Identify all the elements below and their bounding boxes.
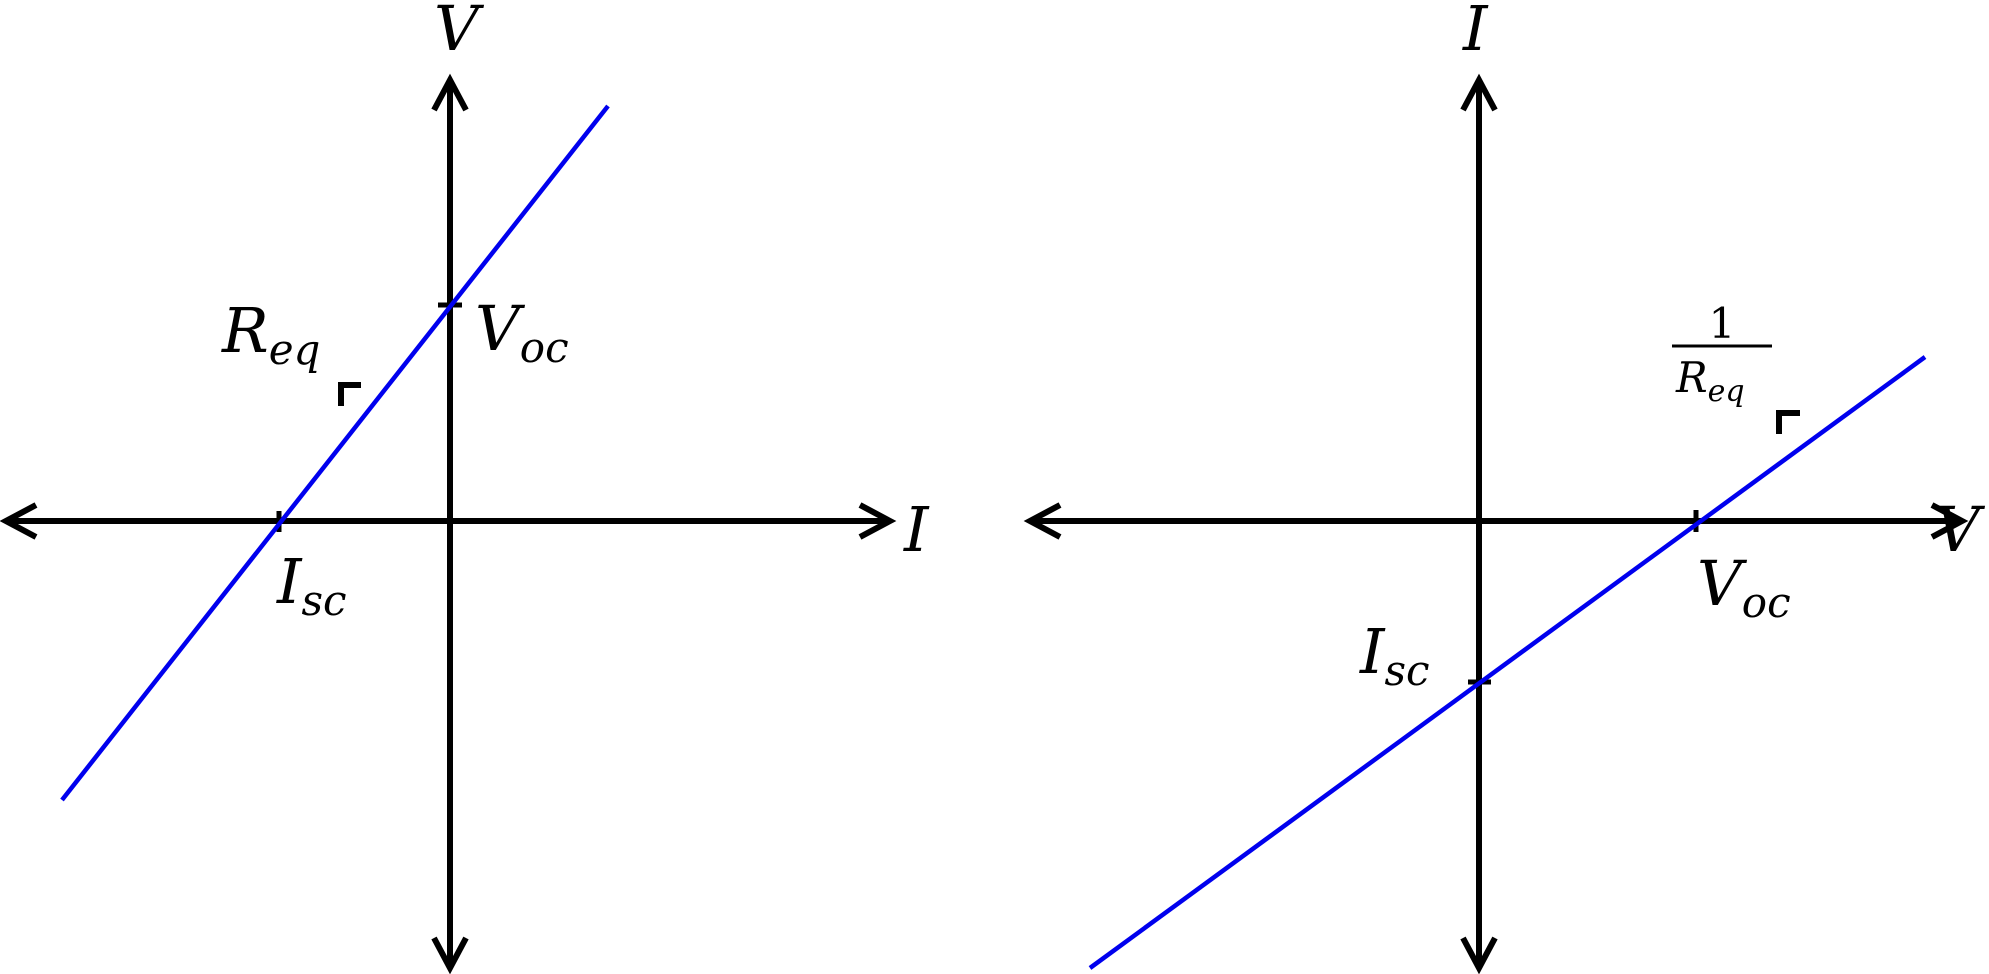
panel-left: V I Isc Voc Req (0, 0, 930, 974)
left-axis-arrow-bottom (431, 936, 469, 974)
left-vertical-intercept-label: Voc (475, 292, 569, 372)
right-axis-arrow-top (1460, 73, 1498, 112)
left-axis-arrow-top (431, 73, 469, 112)
right-slope-label: Req (1675, 353, 1745, 409)
left-horizontal-intercept-label: Isc (276, 545, 347, 625)
right-axis-arrow-bottom (1460, 936, 1498, 974)
left-axis-arrow-left (0, 502, 38, 540)
left-horizontal-axis-label: I (903, 493, 930, 566)
right-slope-numerator: 1 (1709, 299, 1736, 348)
right-slope-marker (1776, 410, 1800, 434)
left-vertical-axis-label: V (434, 0, 485, 65)
right-horizontal-intercept-label: Voc (1697, 547, 1791, 627)
right-characteristic-line (1088, 355, 1927, 970)
right-vertical-intercept-label: Isc (1359, 615, 1430, 695)
left-slope-label: Req (221, 294, 320, 374)
left-characteristic-line (60, 104, 610, 802)
right-vertical-axis-label: I (1462, 0, 1489, 65)
right-axis-arrow-right (1930, 502, 1969, 540)
left-slope-marker (338, 382, 361, 406)
right-horizontal-axis-label: V (1935, 493, 1986, 566)
panel-right: I V Voc Isc 1 Req (1023, 0, 1986, 974)
left-axis-arrow-right (858, 502, 897, 540)
right-axis-arrow-left (1023, 502, 1062, 540)
